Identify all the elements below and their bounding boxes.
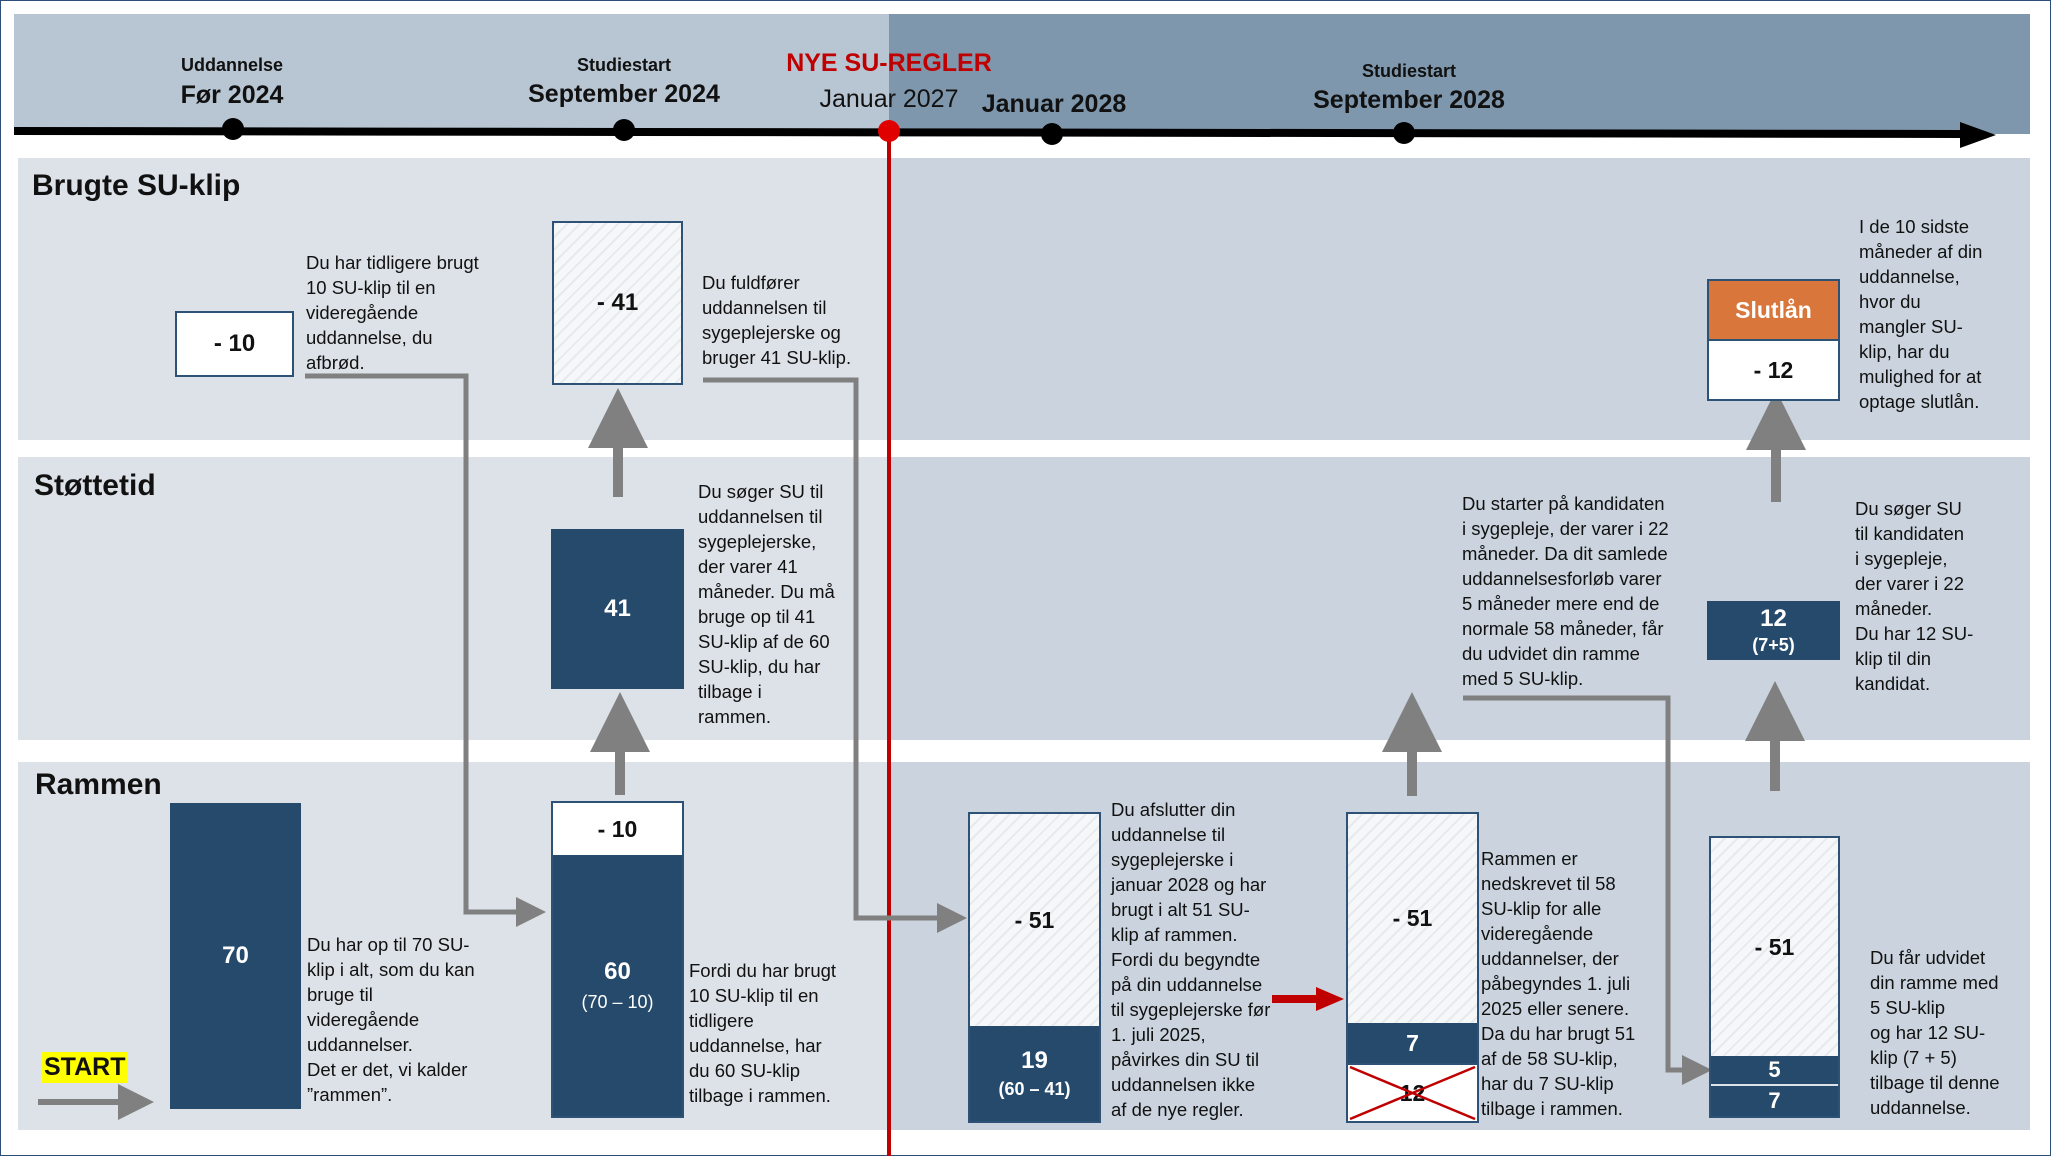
rammen-minus10-box: - 10 xyxy=(553,803,682,855)
timeline-dot-3 xyxy=(878,120,900,142)
timeline-dot-1 xyxy=(222,118,244,140)
timeline-dot-4 xyxy=(1041,123,1063,145)
brugte-minus12-value: - 12 xyxy=(1753,356,1794,383)
timeline-dot-5 xyxy=(1393,122,1415,144)
rammen-19-box: 19 (60 – 41) xyxy=(970,1026,1099,1121)
brugte-minus41-box: - 41 xyxy=(552,221,683,385)
lane-brugte-bg-left xyxy=(18,158,889,440)
brugte-minus10-box: - 10 xyxy=(175,311,294,377)
rammen-19-sub: (60 – 41) xyxy=(998,1079,1071,1099)
lane-rammen-bg-left xyxy=(18,762,889,1130)
tl-small-1: Uddannelse xyxy=(180,55,284,75)
lane-stottetid-bg-left xyxy=(18,457,889,740)
header-band-left xyxy=(14,14,889,134)
rammen-7-b-box: 7 xyxy=(1348,1023,1477,1063)
note-kandidat: Du starter på kandidaten i sygepleje, de… xyxy=(1462,493,1669,689)
tl-small-3: NYE SU-REGLER xyxy=(786,49,992,77)
timeline-axis xyxy=(13,127,1961,138)
rammen-minus10-value: - 10 xyxy=(597,815,638,842)
tl-big-2: September 2024 xyxy=(528,80,720,108)
tl-big-5: September 2028 xyxy=(1313,86,1505,114)
rammen-70-box: 70 xyxy=(170,803,301,1109)
rammen-70-value: 70 xyxy=(222,942,249,969)
slutlan-label: Slutlån xyxy=(1735,296,1812,323)
rammen-7-c-box: 7 xyxy=(1711,1086,1838,1116)
note-soger-kandidat: Du søger SU til kandidaten i sygepleje, … xyxy=(1855,498,1974,694)
rammen-stack-7: - 51 7 12 xyxy=(1346,812,1479,1123)
header-band-right xyxy=(889,14,2030,134)
stotte-12-value: 12 xyxy=(1760,605,1787,632)
note-nedskrevet: Rammen er nedskrevet til 58 SU-klip for … xyxy=(1481,848,1636,1119)
note-afslutter: Du afslutter din uddannelse til sygeplej… xyxy=(1111,799,1271,1120)
rammen-stack-60: - 10 60 (70 – 10) xyxy=(551,801,684,1118)
rammen-60-value: 60 xyxy=(604,958,631,985)
rammen-60-box: 60 (70 – 10) xyxy=(553,855,682,1116)
brugte-minus12-box: - 12 xyxy=(1709,341,1838,399)
lane-stottetid-bg-right xyxy=(889,457,2030,740)
arrow-brugt10-to-rammen xyxy=(305,373,546,927)
stotte-41-value: 41 xyxy=(604,595,631,622)
slutlan-box: Slutlån xyxy=(1709,281,1838,341)
rammen-60-sub: (70 – 10) xyxy=(581,992,654,1012)
tl-big-3: Januar 2027 xyxy=(819,85,959,113)
note-brugt10: Du har tidligere brugt 10 SU-klip til en… xyxy=(306,252,479,373)
lane-title-rammen: Rammen xyxy=(35,768,162,801)
timeline-arrowhead xyxy=(1960,122,1996,148)
rammen-minus51-a-value: - 51 xyxy=(1014,906,1055,933)
note-70: Du har op til 70 SU- klip i alt, som du … xyxy=(307,934,475,1105)
tl-big-4: Januar 2028 xyxy=(981,90,1127,118)
arrow-fuldforer-to-rammen xyxy=(703,377,967,933)
stotte-12-box: 12 (7+5) xyxy=(1707,601,1840,660)
stotte-12-sub: (7+5) xyxy=(1752,635,1795,655)
arrow-kandidat-to-rammen xyxy=(1463,695,1712,1085)
rammen-12-crossed-box: 12 xyxy=(1348,1063,1477,1121)
rammen-minus51-c-value: - 51 xyxy=(1754,933,1795,960)
tl-small-5: Studiestart xyxy=(1361,61,1457,81)
rammen-minus51-c-box: - 51 xyxy=(1711,838,1838,1056)
brugte-minus41-value: - 41 xyxy=(596,289,639,316)
rammen-5-c-box: 5 xyxy=(1711,1056,1838,1086)
rammen-7-b-value: 7 xyxy=(1406,1029,1419,1056)
lane-title-stottetid: Støttetid xyxy=(34,469,156,502)
note-udvidet: Du får udvidet din ramme med 5 SU-klip o… xyxy=(1870,947,2000,1118)
timeline-dot-2 xyxy=(613,119,635,141)
note-fuldforer: Du fuldfører uddannelsen til sygeplejers… xyxy=(702,272,852,368)
tl-big-1: Før 2024 xyxy=(180,81,284,109)
rammen-minus51-b-box: - 51 xyxy=(1348,814,1477,1023)
rammen-stack-19: - 51 19 (60 – 41) xyxy=(968,812,1101,1123)
note-soger41: Du søger SU til uddannelsen til sygeplej… xyxy=(698,481,835,727)
rammen-minus51-a-box: - 51 xyxy=(970,814,1099,1026)
rammen-5-c-value: 5 xyxy=(1768,1057,1781,1082)
rammen-19-value: 19 xyxy=(1021,1047,1048,1074)
lane-title-brugte: Brugte SU-klip xyxy=(32,169,241,202)
note-sidste10: I de 10 sidste måneder af din uddannelse… xyxy=(1859,216,1983,412)
stotte-41-box: 41 xyxy=(551,529,684,689)
red-arrowhead xyxy=(1316,987,1344,1011)
rammen-stack-12: - 51 5 7 xyxy=(1709,836,1840,1118)
start-label: START xyxy=(41,1052,129,1083)
brugte-minus10-value: - 10 xyxy=(213,330,256,357)
rammen-7-c-value: 7 xyxy=(1768,1088,1781,1113)
note-fordi: Fordi du har brugt 10 SU-klip til en tid… xyxy=(689,960,837,1106)
tl-small-2: Studiestart xyxy=(576,55,672,75)
cross-out-icon xyxy=(1349,1065,1476,1121)
rammen-minus51-b-value: - 51 xyxy=(1392,905,1433,931)
slutlan-stack: Slutlån - 12 xyxy=(1707,279,1840,401)
